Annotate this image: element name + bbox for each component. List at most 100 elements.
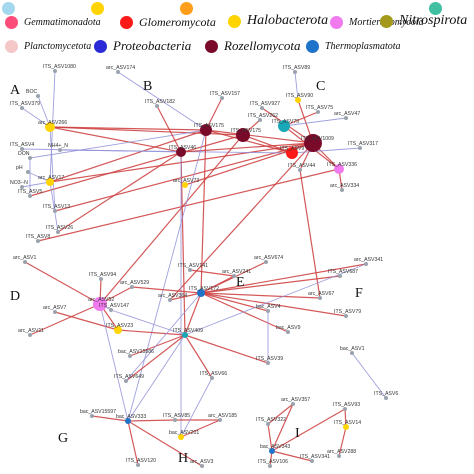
node-label: ITS_ASV687: [328, 269, 358, 275]
node-label: ITS_ASV409: [173, 328, 203, 334]
module-letter: E: [236, 275, 245, 290]
network-node: [295, 97, 301, 103]
network-node: [178, 434, 184, 440]
network-edge: [200, 292, 347, 317]
network-edge: [180, 377, 213, 438]
network-node: [46, 178, 54, 186]
network-edge: [91, 415, 129, 422]
network-edge: [127, 334, 186, 422]
node-label: bac_ASV4: [256, 304, 281, 310]
module-letter: B: [143, 79, 152, 94]
node-label: arc_ASV357: [281, 397, 310, 403]
network-node: [264, 260, 268, 264]
node-label: arc_ASV241: [222, 269, 251, 275]
node-label: ITS_ASV79: [334, 309, 361, 315]
network-edge: [180, 142, 314, 153]
network-edge: [21, 181, 51, 188]
network-edge: [267, 403, 294, 425]
network-node: [337, 454, 341, 458]
network-node: [268, 464, 272, 468]
node-label: arc_ASV1: [13, 255, 36, 261]
legend-item-planctomycetota: Planctomycetota: [5, 40, 91, 53]
node-label: ITS_ASV379: [10, 101, 40, 107]
node-label: NH4+_N: [48, 143, 68, 149]
legend-swatch: [5, 40, 18, 53]
node-label: ITS_ASV5: [18, 189, 42, 195]
legend-swatch: [429, 2, 442, 15]
network-edge: [49, 129, 207, 183]
legend-swatch: [5, 16, 18, 29]
network-node: [232, 274, 236, 278]
network-node: [23, 260, 27, 264]
module-letter: C: [316, 79, 325, 94]
network-edge: [271, 450, 313, 462]
network-edge: [29, 303, 101, 336]
network-edge: [344, 408, 347, 428]
legend-swatch: [380, 14, 393, 28]
node-label: ITS_ASV85: [163, 413, 190, 419]
node-label: bac_ASV333: [116, 414, 146, 420]
network-node: [340, 188, 344, 192]
network-node: [358, 146, 362, 150]
network-edge: [125, 334, 186, 382]
network-edge: [49, 126, 244, 136]
module-letter: H: [178, 451, 188, 466]
network-node: [109, 308, 113, 312]
network-node: [20, 106, 24, 110]
module-letter: G: [58, 431, 68, 446]
network-node: [310, 459, 314, 463]
network-edge: [180, 419, 221, 438]
legend-item-thermoplasmatota: Thermoplasmatota: [306, 40, 401, 53]
node-label: ITS_ASV66: [200, 371, 227, 377]
node-label: pH: [16, 165, 23, 171]
network-node: [116, 70, 120, 74]
network-node: [56, 230, 60, 234]
node-label: ITS_ASV1009: [301, 136, 334, 142]
node-label: ITS_ASV322: [256, 417, 286, 423]
network-node: [20, 185, 24, 189]
node-label: ITS_ASV26: [46, 225, 73, 231]
network-node: [176, 147, 186, 157]
network-edge: [200, 292, 269, 312]
network-edge: [299, 169, 321, 299]
node-label: ITS_ASV44: [288, 163, 315, 169]
network-node: [200, 464, 204, 468]
node-label: ITS_ASV147: [99, 303, 129, 309]
node-label: ITS_ASV157: [210, 91, 240, 97]
node-label: ITS_ASV182: [145, 99, 175, 105]
node-label: ITS_ASV341: [300, 454, 330, 460]
network-node: [266, 422, 270, 426]
legend-label: Rozellomycota: [224, 38, 301, 53]
node-label: NO3--N: [10, 180, 28, 186]
node-label: ITS_ASV317: [348, 141, 378, 147]
network-edge: [205, 129, 293, 154]
network-edge: [57, 151, 182, 233]
node-label: ITS_ASV75: [272, 119, 299, 125]
edges-layer: [21, 70, 387, 467]
network-edge: [200, 292, 289, 333]
legend-label: Thermoplasmatota: [325, 41, 401, 52]
network-edge: [184, 334, 269, 364]
network-edge: [351, 352, 387, 399]
node-label: ITS_ASV89: [283, 65, 310, 71]
network-edge: [37, 168, 340, 242]
network-node: [53, 209, 57, 213]
node-label: arc_ASV334: [330, 183, 359, 189]
node-label: ITS_ASV46: [169, 145, 196, 151]
network-node: [278, 120, 290, 132]
network-edge: [49, 126, 56, 212]
network-node: [364, 262, 368, 266]
node-label: ITS_ASV172: [189, 286, 219, 292]
network-node: [200, 124, 212, 136]
network-node: [350, 351, 354, 355]
network-node: [291, 402, 295, 406]
legend-item-rozellomycota: Rozellomycota: [205, 38, 301, 54]
network-edge: [129, 334, 186, 357]
network-node: [266, 309, 270, 313]
network-node: [286, 147, 298, 159]
legend-swatch: [228, 14, 241, 28]
network-node: [182, 182, 188, 188]
node-label: bac_ASV9: [276, 325, 301, 331]
node-label: BOC: [26, 89, 37, 95]
network-edge: [338, 426, 347, 457]
